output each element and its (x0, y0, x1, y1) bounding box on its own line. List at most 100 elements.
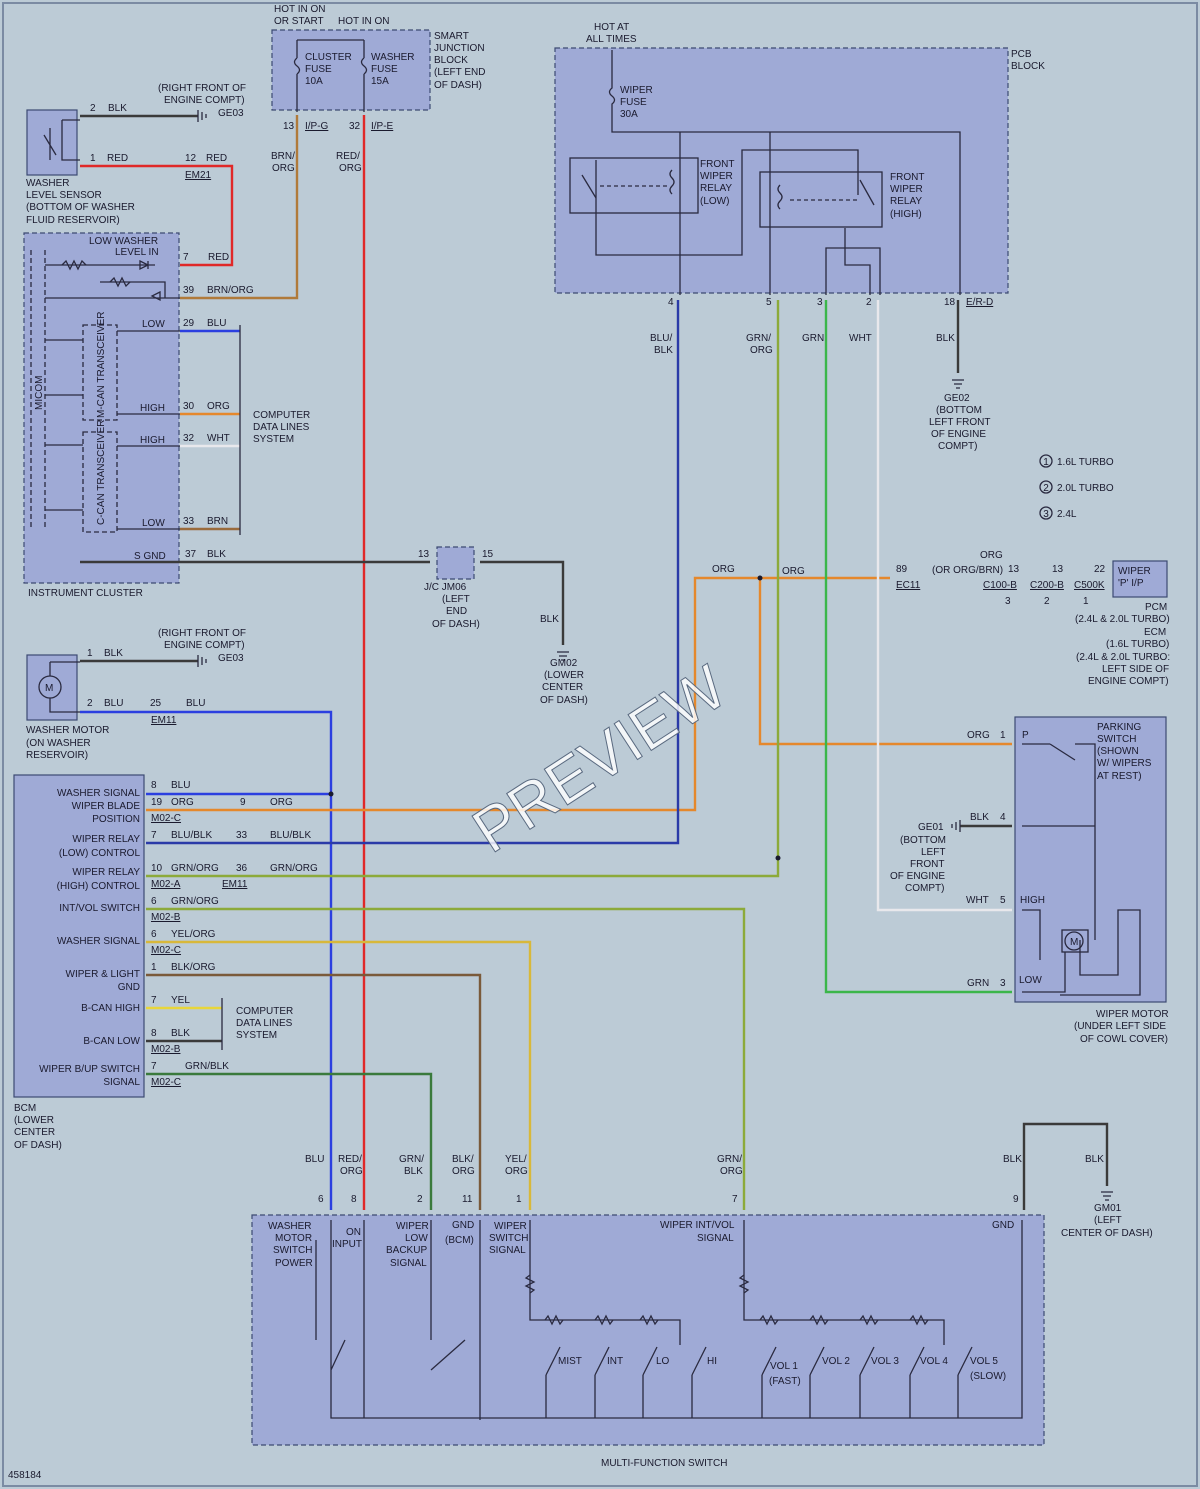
label: C-CAN TRANSCEIVER (96, 420, 107, 525)
label: BLK/ORG (171, 962, 216, 973)
label: SIGNAL (390, 1258, 427, 1269)
label: (LEFT END (434, 67, 486, 78)
watermark: PREVIEW (461, 653, 739, 867)
label: BLU (186, 698, 205, 709)
label: HIGH (140, 435, 165, 446)
label: EM11 (222, 879, 248, 890)
label: POSITION (92, 814, 140, 825)
label: FUSE (620, 97, 647, 108)
label: GRN/ORG (171, 863, 219, 874)
label: 13 (418, 549, 430, 560)
label: 5 (1000, 895, 1006, 906)
label: 1 (90, 153, 96, 164)
label: DATA LINES (236, 1018, 293, 1029)
label: ORG (452, 1166, 475, 1177)
cluster-fuse-symbol (293, 40, 301, 112)
label: 2 (866, 297, 872, 308)
label: 7 (183, 252, 189, 263)
label: (BOTTOM OF WASHER (26, 202, 135, 213)
label: RED/ (336, 151, 360, 162)
relay-low-symbol (569, 157, 699, 214)
label: JUNCTION (434, 43, 485, 54)
label: WASHER (26, 178, 70, 189)
label: GRN (967, 978, 989, 989)
label: (SLOW) (970, 1371, 1006, 1382)
label: BLK/ (452, 1154, 474, 1165)
label: 36 (236, 863, 248, 874)
label: 13 (1008, 564, 1020, 575)
label: BACKUP (386, 1245, 427, 1256)
label: INT/VOL SWITCH (59, 903, 140, 914)
label: 30 (183, 401, 195, 412)
bcm-box (13, 774, 145, 1098)
label: (LOW) CONTROL (59, 848, 141, 859)
label: EM11 (151, 715, 177, 726)
label: BLK (970, 812, 989, 823)
legend-num-3: 3 (1043, 509, 1049, 520)
label: HOT IN ON (338, 16, 389, 27)
label: WIPER (620, 85, 653, 96)
engine-legend: 1 2 3 1.6L TURBO 2.0L TURBO 2.4L (1039, 454, 1114, 520)
smart-junction-block-box (271, 29, 431, 111)
wire-red-sensor (80, 164, 234, 267)
label: BLU (207, 318, 226, 329)
label: MIST (558, 1356, 582, 1367)
label: SWITCH (273, 1245, 312, 1256)
label: M (1070, 937, 1078, 948)
label: YEL (171, 995, 190, 1006)
label: (LOWER (544, 670, 584, 681)
label: M02-A (151, 879, 181, 890)
label: ENGINE COMPT) (1088, 676, 1169, 687)
label: SIGNAL (489, 1245, 526, 1256)
label: RED (208, 252, 229, 263)
label: WASHER (371, 52, 415, 63)
label: BLK (404, 1166, 423, 1177)
label: INSTRUMENT CLUSTER (28, 588, 143, 599)
legend-num-2: 2 (1043, 483, 1049, 494)
diagram-id: 458184 (8, 1470, 42, 1481)
label: DATA LINES (253, 422, 310, 433)
wire-org-to-parking (758, 578, 1012, 746)
ge03-ground-symbol (197, 110, 207, 122)
label: ORG (782, 566, 805, 577)
label: LOW (142, 518, 165, 529)
washer-level-sensor-box (26, 109, 78, 176)
wire-blu-washer-motor (80, 710, 333, 1210)
label: 5 (766, 297, 772, 308)
label: 1 (1000, 730, 1006, 741)
label: INT (607, 1356, 623, 1367)
label: WIPER (494, 1221, 527, 1232)
label: SYSTEM (253, 434, 294, 445)
label: M-CAN TRANSCEIVER (96, 312, 107, 419)
label: GE01 (918, 822, 944, 833)
junction-connector-box (436, 546, 475, 580)
label: FRONT (910, 859, 944, 870)
component-boxes (13, 29, 1168, 1446)
legend-text-3: 2.4L (1057, 509, 1077, 520)
label: RESERVOIR) (26, 750, 88, 761)
label: SMART (434, 31, 469, 42)
label: GND (118, 982, 140, 993)
label: GRN (802, 333, 824, 344)
label: BLK (108, 103, 127, 114)
wire-grn-low (824, 300, 1012, 994)
label: BLK (104, 648, 123, 659)
label: ORG (980, 550, 1003, 561)
label: 32 (183, 433, 195, 444)
label: 11 (462, 1194, 473, 1205)
label: MICOM (34, 376, 45, 410)
label: ORG (340, 1166, 363, 1177)
label: C500K (1074, 580, 1105, 591)
label: BLU/BLK (171, 830, 212, 841)
label: ENGINE COMPT) (164, 640, 245, 651)
label: W/ WIPERS (1097, 758, 1152, 769)
label: GRN/ (399, 1154, 424, 1165)
label: (2.4L & 2.0L TURBO) (1075, 614, 1170, 625)
label: WIPER & LIGHT (66, 969, 140, 980)
label: PCB (1011, 49, 1032, 60)
label: LOW WASHER (89, 236, 158, 247)
label: WIPER INT/VOL (660, 1220, 735, 1231)
wire-yel-org-washer (146, 940, 532, 1210)
label: FUSE (371, 64, 398, 75)
label: 9 (1013, 1194, 1019, 1205)
